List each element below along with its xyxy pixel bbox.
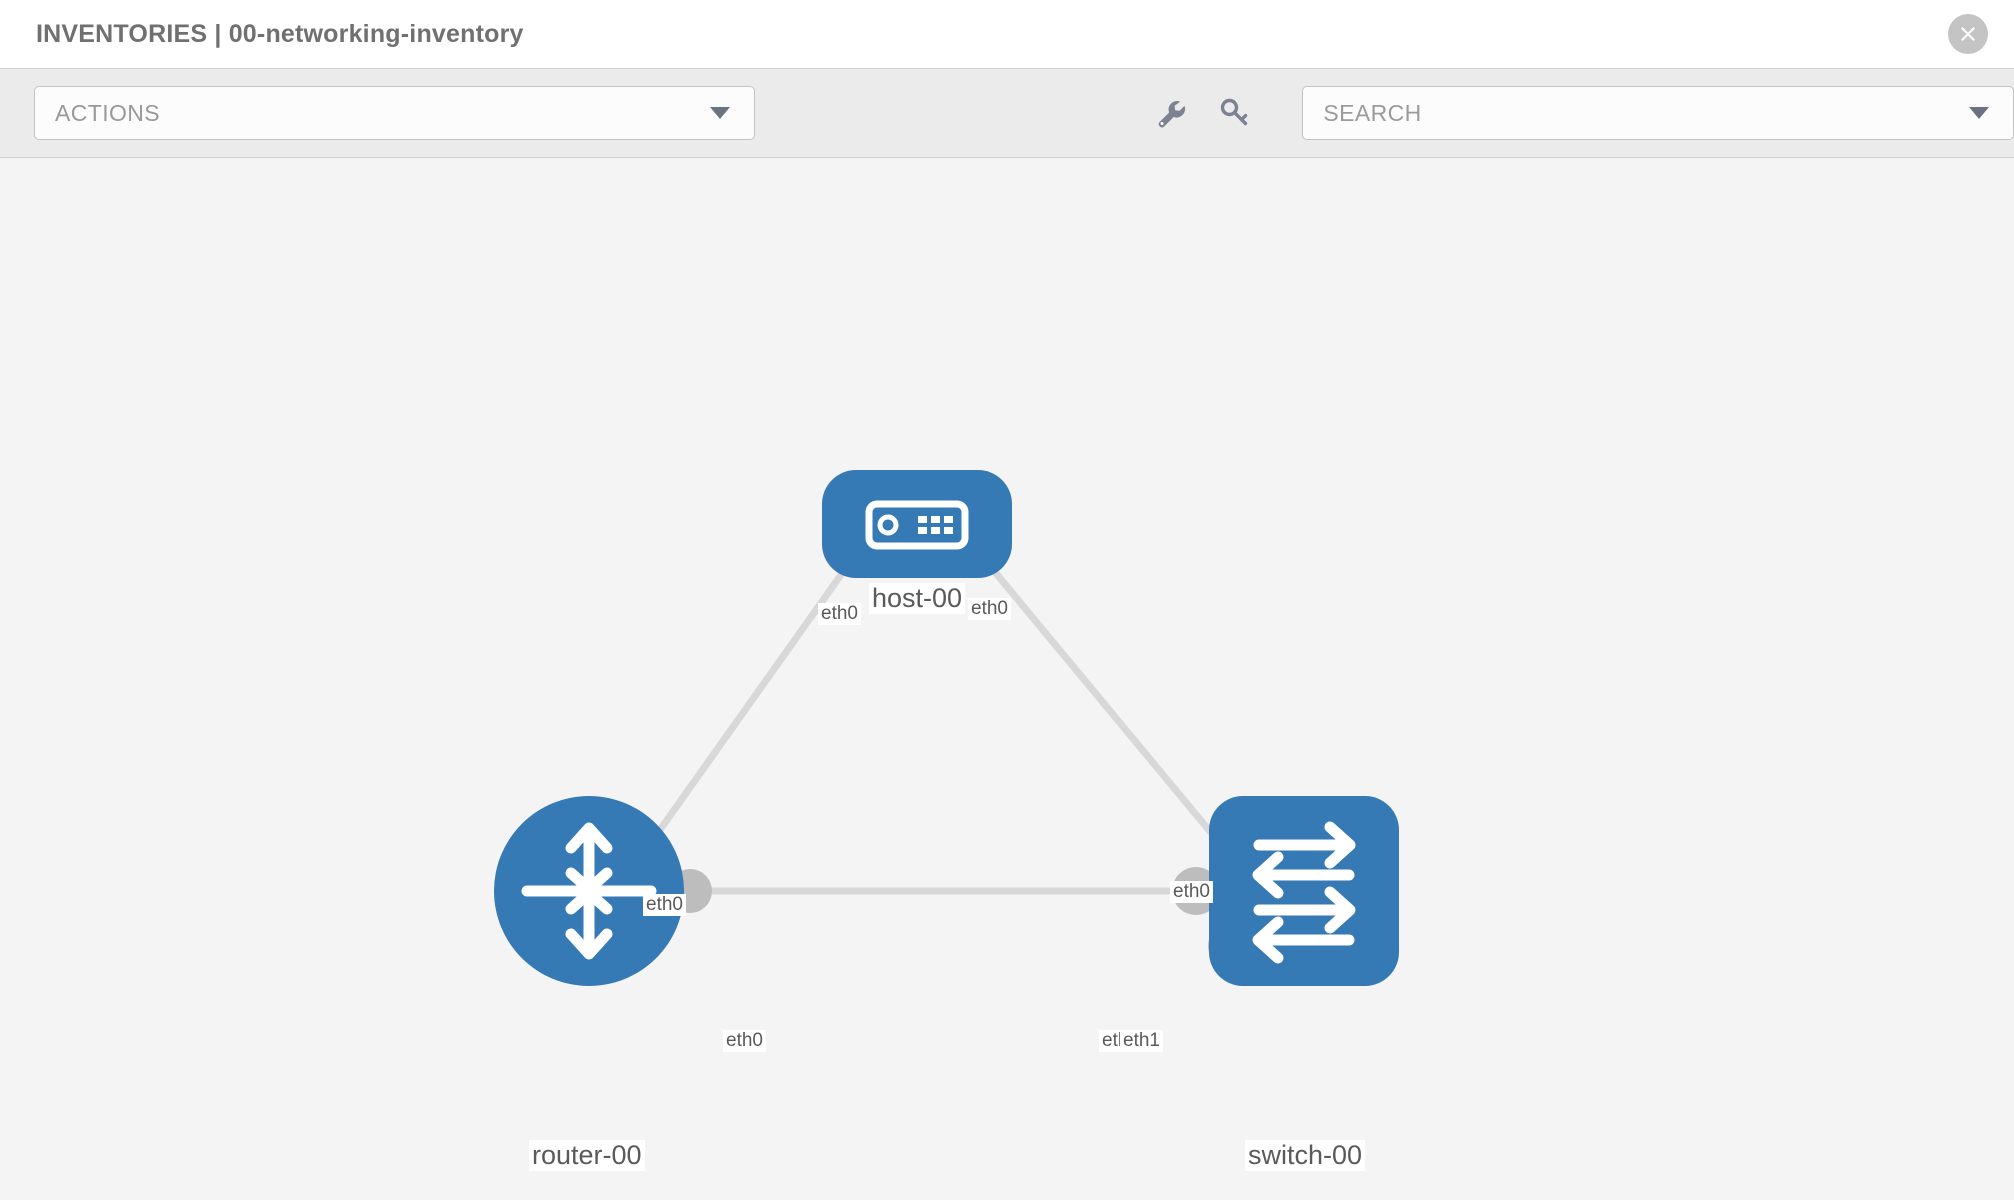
toolbar: ACTIONS SEARCH xyxy=(0,68,2014,158)
node-switch-00[interactable] xyxy=(1209,796,1399,986)
topology-canvas[interactable]: host-00 router-00 switch-00 eth0 eth0 et… xyxy=(0,158,2014,1200)
search-placeholder: SEARCH xyxy=(1323,99,1422,126)
edge-host00-router00 xyxy=(637,545,863,861)
topology-edges xyxy=(637,545,1235,895)
key-icon[interactable] xyxy=(1213,90,1254,136)
node-router-00[interactable] xyxy=(494,796,684,986)
actions-dropdown[interactable]: ACTIONS xyxy=(34,86,755,140)
server-device-icon xyxy=(865,500,969,550)
wrench-icon[interactable] xyxy=(1150,90,1191,136)
router-arrows-icon xyxy=(521,822,657,960)
page-title: INVENTORIES | 00-networking-inventory xyxy=(36,19,524,48)
search-input[interactable]: SEARCH xyxy=(1302,86,2014,140)
topology-connectors xyxy=(668,531,1256,970)
edge-host00-switch00 xyxy=(972,545,1235,861)
page-header: INVENTORIES | 00-networking-inventory xyxy=(0,0,2014,68)
switch-arrows-icon xyxy=(1252,821,1356,964)
close-icon[interactable] xyxy=(1948,14,1988,54)
topology-graph xyxy=(494,470,1399,986)
search-chevron-down-icon[interactable] xyxy=(1969,107,1989,119)
actions-dropdown-label: ACTIONS xyxy=(55,99,161,126)
node-host-00[interactable] xyxy=(822,470,1012,578)
chevron-down-icon xyxy=(709,107,730,119)
